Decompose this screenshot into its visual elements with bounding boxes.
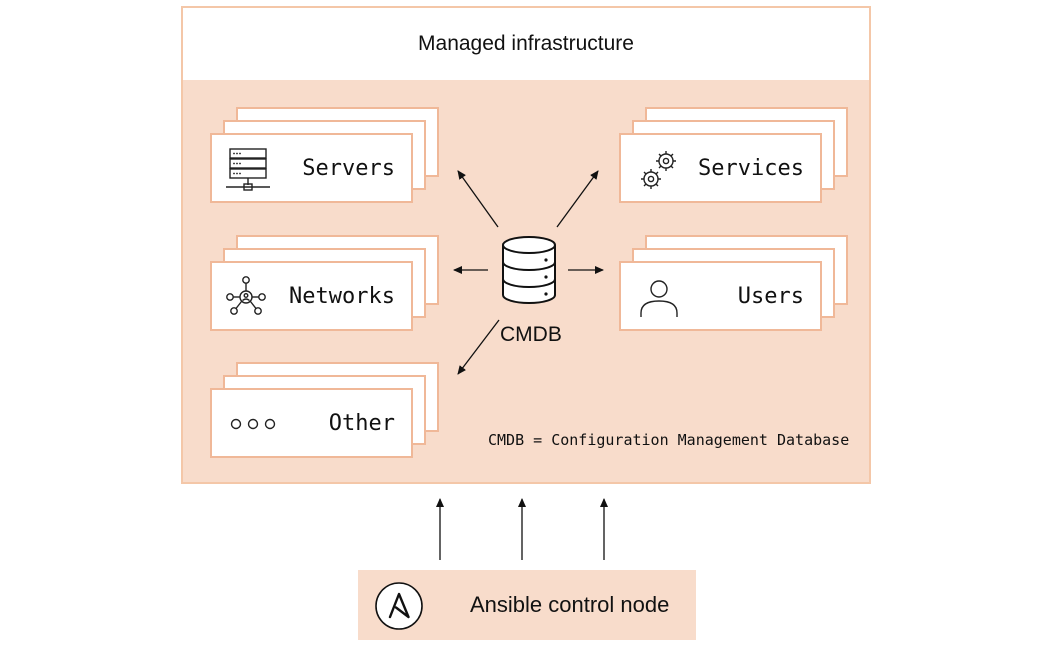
network-hub-icon <box>226 276 266 315</box>
ellipsis-icon <box>230 418 276 430</box>
cmdb-footnote: CMDB = Configuration Management Database <box>488 431 850 449</box>
networks-card: Networks <box>210 261 413 331</box>
ansible-control-node: Ansible control node <box>358 570 696 640</box>
category-label: Users <box>737 283 804 309</box>
user-icon <box>640 280 678 317</box>
users-card: Users <box>619 261 822 331</box>
services-stack: Services <box>619 107 850 205</box>
control-node-label: Ansible control node <box>470 592 670 617</box>
server-rack-icon <box>226 148 270 191</box>
networks-stack: Networks <box>210 235 441 333</box>
users-stack: Users <box>619 235 850 333</box>
category-label: Services <box>698 155 804 181</box>
cmdb-label: CMDB <box>500 323 562 346</box>
servers-stack: Servers <box>210 107 441 205</box>
category-label: Other <box>328 410 395 436</box>
servers-card: Servers <box>210 133 413 203</box>
panel-title: Managed infrastructure <box>183 8 869 80</box>
other-stack: Other <box>210 362 441 460</box>
gears-icon <box>641 151 676 189</box>
category-label: Networks <box>289 283 395 309</box>
ansible-logo-icon <box>375 582 423 630</box>
services-card: Services <box>619 133 822 203</box>
category-label: Servers <box>302 155 395 181</box>
other-card: Other <box>210 388 413 458</box>
